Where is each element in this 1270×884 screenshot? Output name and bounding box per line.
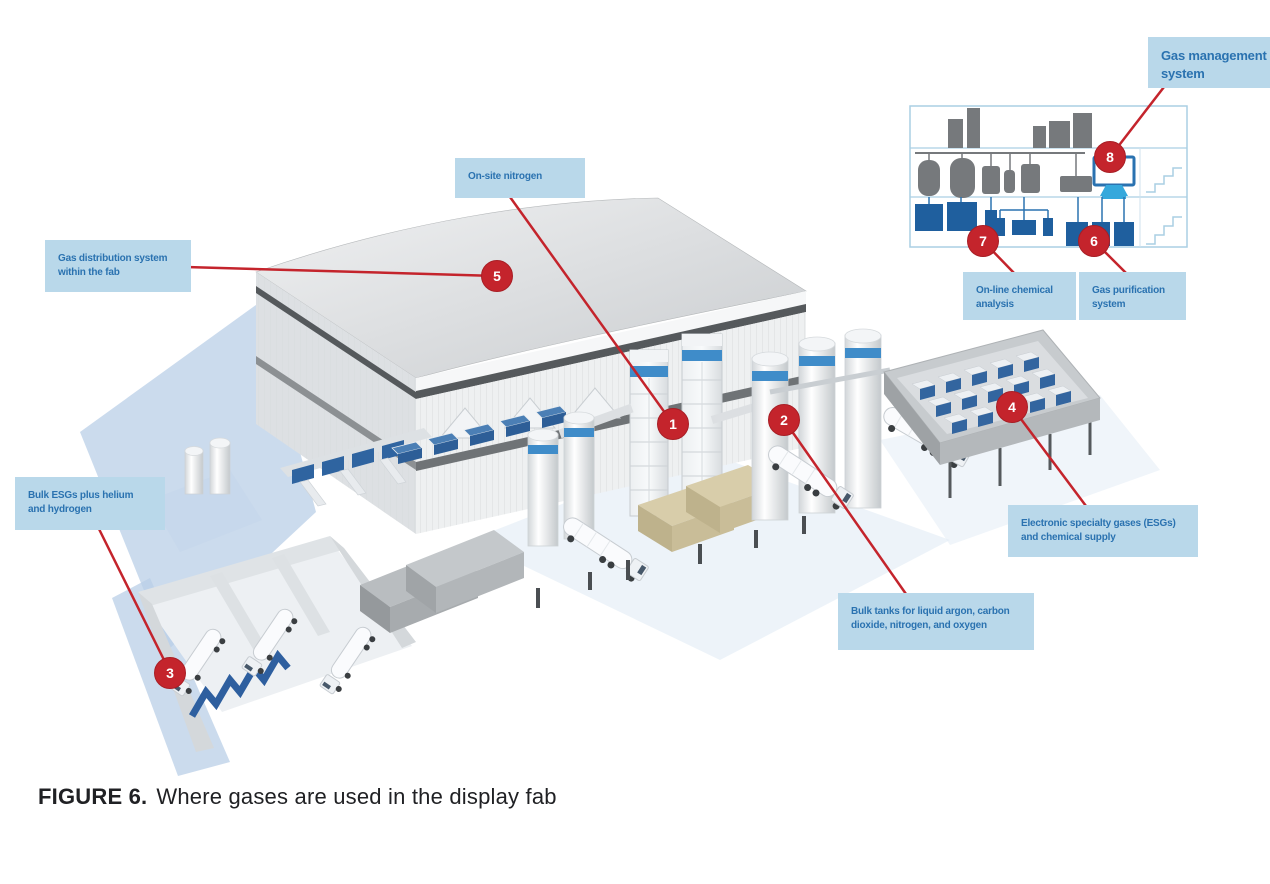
- building-roof: [255, 197, 807, 379]
- cold-box-tower-1: [629, 349, 669, 517]
- figure-caption: FIGURE 6. Where gases are used in the dis…: [38, 784, 557, 810]
- blue-barrier-zigzag: [188, 649, 291, 718]
- gas-cylinder: [751, 351, 789, 521]
- callout-label-on-site-nitrogen: On-site nitrogen: [455, 158, 585, 198]
- gas-cylinder: [563, 411, 595, 540]
- figure-caption-text: Where gases are used in the display fab: [156, 784, 557, 809]
- figure-caption-number: FIGURE 6.: [38, 784, 148, 809]
- cold-box-tower-2: [681, 333, 723, 503]
- gas-cylinder: [844, 328, 882, 509]
- callout-marker-5: 5: [481, 260, 513, 292]
- callout-label-gas-distribution: Gas distribution system within the fab: [45, 240, 191, 292]
- callout-line-5: [184, 265, 499, 278]
- air-separation-units: [391, 405, 567, 464]
- gas-yard-equipment-row: [280, 428, 432, 507]
- inset-process-equipment: [915, 197, 1134, 246]
- storage-containers: [360, 530, 524, 633]
- callout-label-esg-chemical-supply: Electronic specialty gases (ESGs) and ch…: [1008, 505, 1198, 557]
- callout-label-online-chemical-analysis: On-line chemical analysis: [963, 272, 1076, 320]
- ground-posts: [536, 516, 806, 608]
- callout-marker-6: 6: [1078, 225, 1110, 257]
- callout-marker-3: 3: [154, 657, 186, 689]
- callout-marker-1: 1: [657, 408, 689, 440]
- callout-label-bulk-tanks: Bulk tanks for liquid argon, carbon diox…: [838, 593, 1034, 650]
- callout-line-3: [97, 527, 172, 674]
- callout-line-2: [782, 418, 908, 596]
- inset-stairs: [1146, 167, 1182, 245]
- callout-label-bulk-esgs: Bulk ESGs plus helium and hydrogen: [15, 477, 165, 530]
- small-storage-tanks: [184, 437, 231, 495]
- callout-lines: [97, 85, 1166, 674]
- callout-line-1: [508, 195, 675, 426]
- callout-marker-7: 7: [967, 225, 999, 257]
- callout-label-gas-management: Gas management system: [1148, 37, 1270, 88]
- callout-line-4: [1010, 405, 1088, 508]
- inset-skyline-bars: [948, 108, 1092, 148]
- gas-cylinder: [527, 428, 559, 547]
- inset-supply-tanks: [915, 152, 1092, 198]
- schematic-inset: [909, 105, 1188, 248]
- callout-marker-4: 4: [996, 391, 1028, 423]
- callout-label-gas-purification: Gas purification system: [1079, 272, 1186, 320]
- callout-marker-2: 2: [768, 404, 800, 436]
- callout-marker-8: 8: [1094, 141, 1126, 173]
